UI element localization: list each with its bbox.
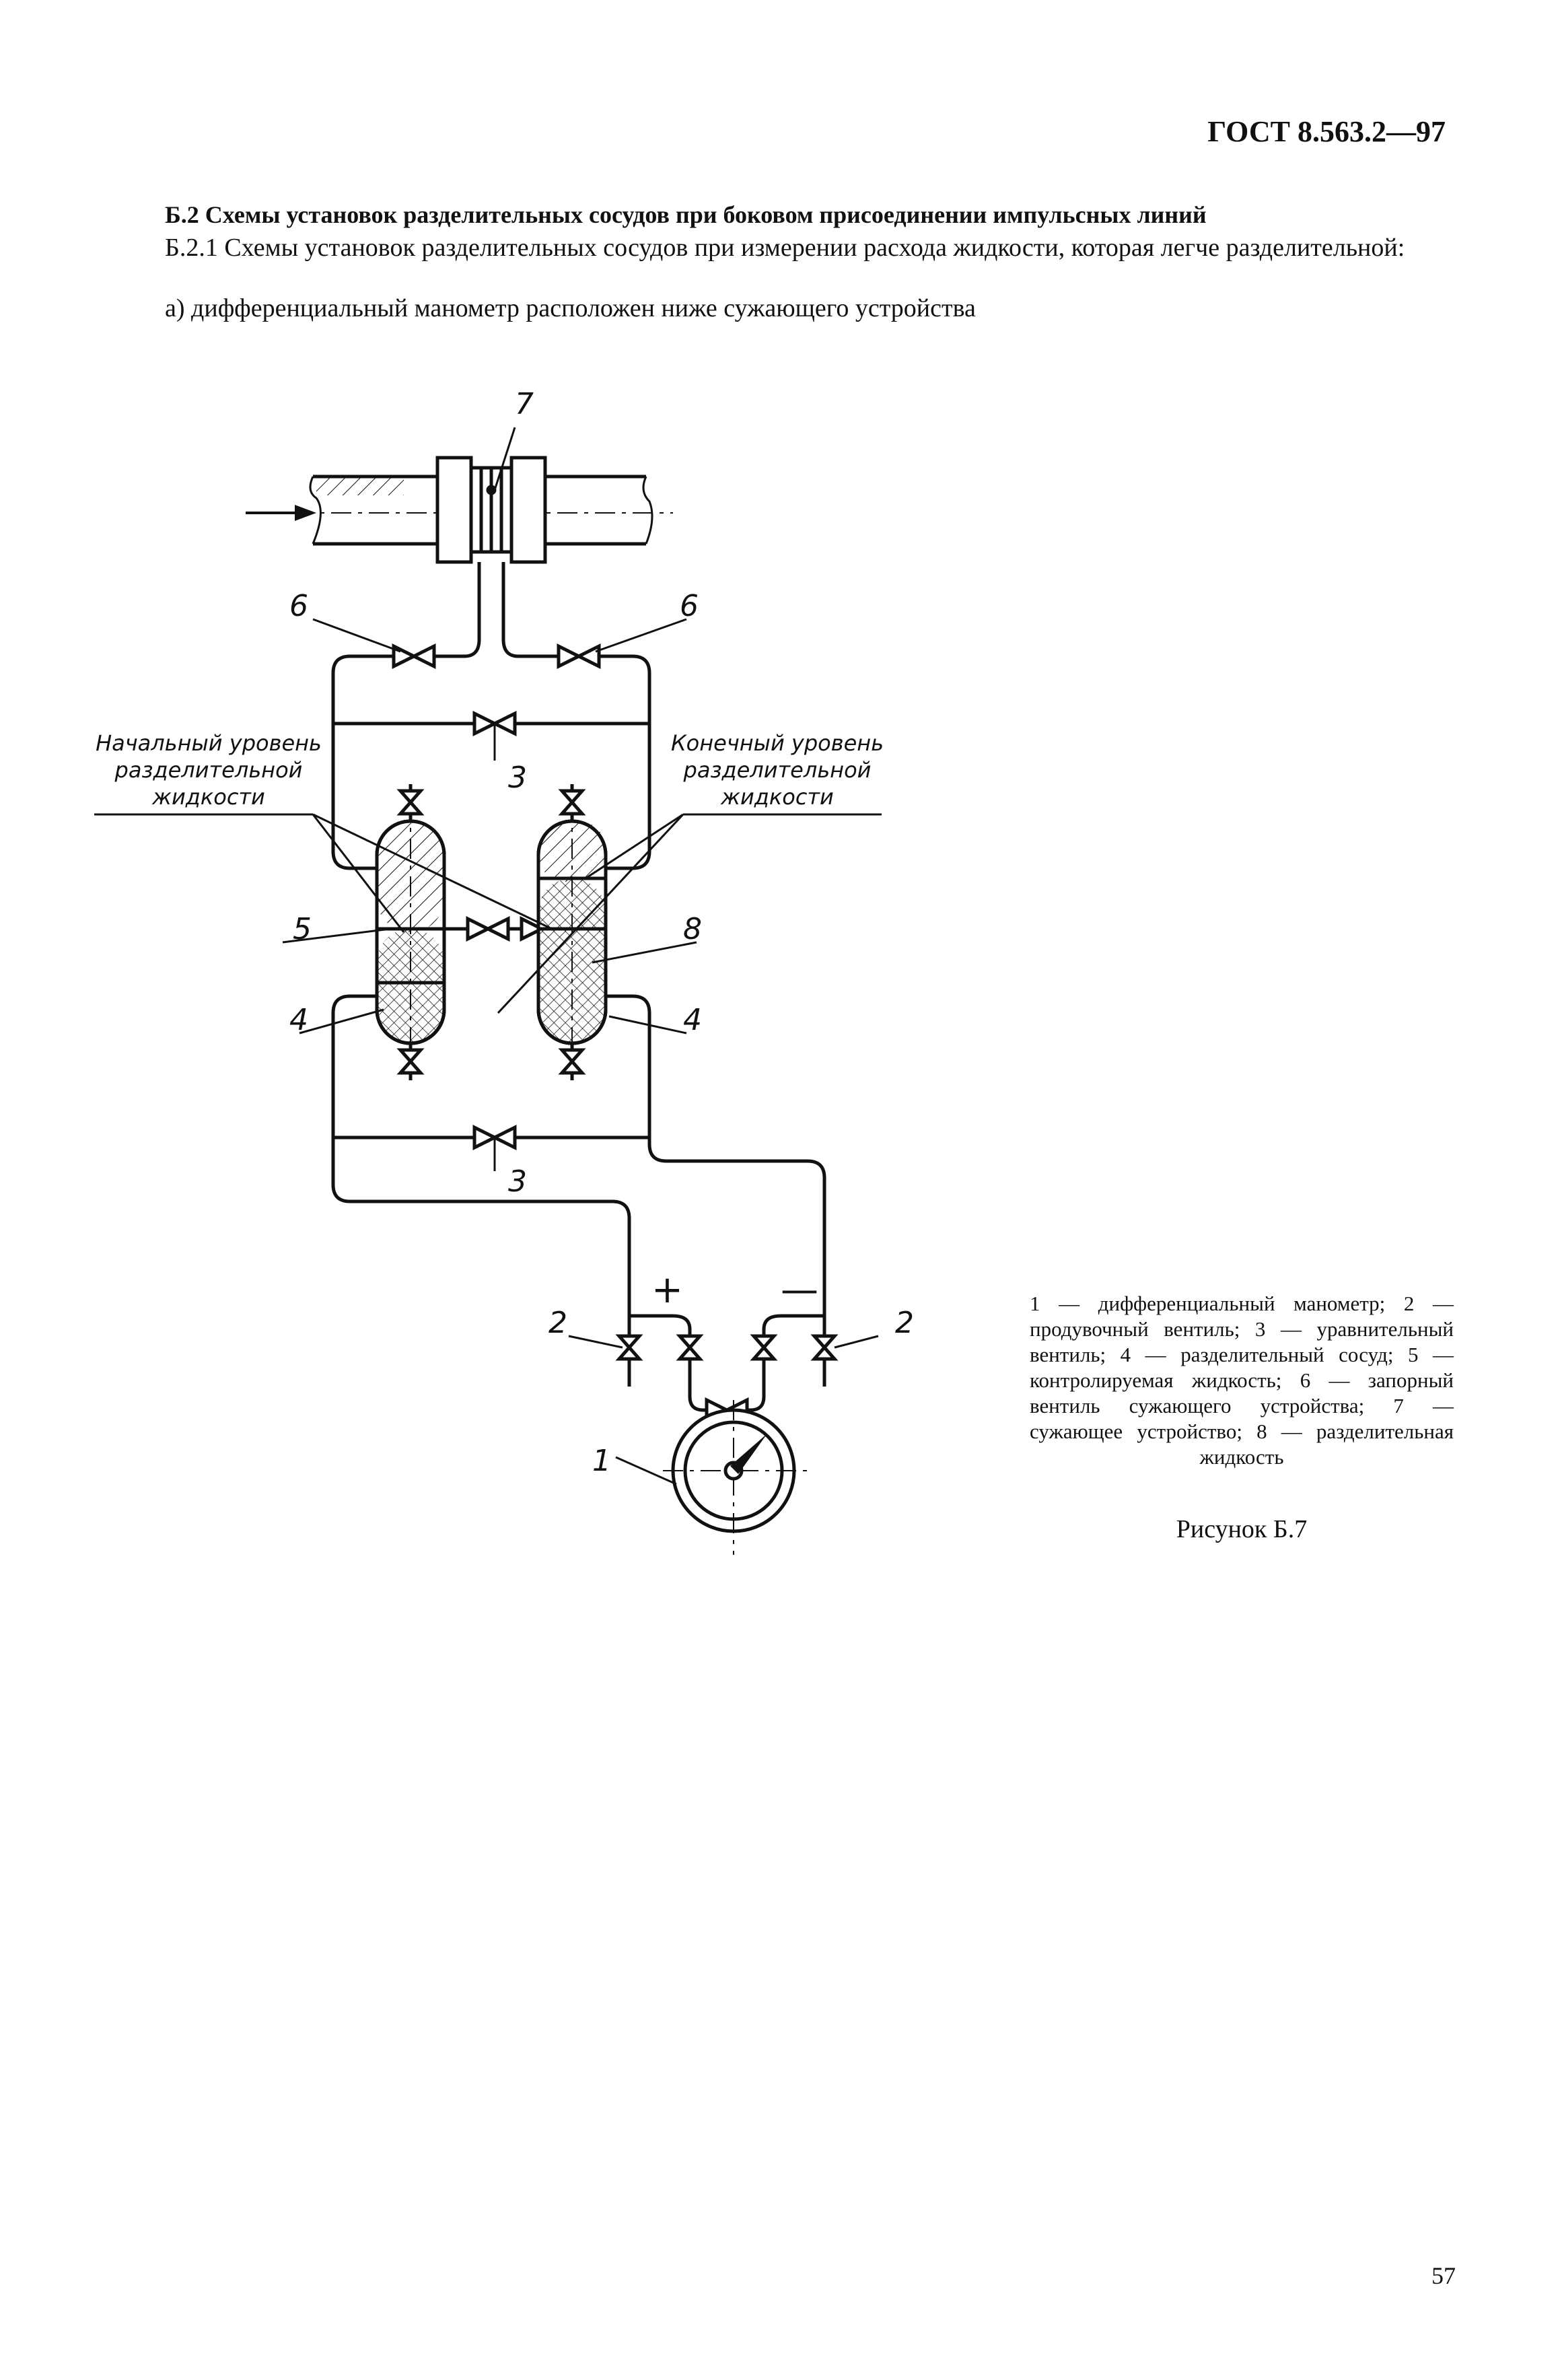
flow-arrow-icon (246, 505, 316, 521)
page-number: 57 (1431, 2262, 1456, 2289)
note-final-level-line-3: жидкости (720, 784, 834, 810)
note-initial-level-line-1: Начальный уровень (96, 730, 322, 756)
callout-4-right: 4 (683, 1003, 702, 1037)
shutoff-valve-right-icon (557, 643, 601, 670)
paragraph-item-a: а) дифференциальный манометр расположен … (165, 294, 976, 322)
shutoff-valve-left-icon (392, 643, 436, 670)
section-heading: Б.2 Схемы установок разделительных сосуд… (165, 201, 1207, 228)
differential-manometer-icon (663, 1400, 808, 1555)
note-initial-level-line-2: разделительной (114, 757, 303, 783)
callout-2-right: 2 (895, 1306, 914, 1340)
callout-4-left: 4 (289, 1003, 308, 1037)
paragraph-b21: Б.2.1 Схемы установок разделительных сос… (165, 234, 1405, 262)
callout-3-top: 3 (508, 761, 527, 795)
callout-8: 8 (683, 912, 702, 946)
equalizing-valve-bottom-icon (472, 1124, 517, 1171)
plus-sign: + (651, 1268, 683, 1312)
callout-7: 7 (515, 387, 534, 421)
callout-6-left: 6 (289, 589, 308, 623)
equalizing-valve-top-icon (472, 710, 517, 761)
note-initial-level-line-3: жидкости (151, 784, 265, 810)
minus-sign: — (781, 1268, 818, 1312)
callout-5: 5 (293, 912, 312, 946)
note-final-level-line-1: Конечный уровень (671, 730, 884, 756)
callout-1: 1 (592, 1444, 611, 1478)
figure-legend: 1 — дифференциальный манометр; 2 — проду… (1030, 1292, 1454, 1469)
callout-2-left: 2 (548, 1306, 567, 1340)
installation-scheme-diagram: 7 6 6 3 5 8 4 4 3 2 2 1 + — Начальный ур… (94, 387, 914, 1555)
impulse-lines (331, 562, 826, 1430)
note-final-level-line-2: разделительной (683, 757, 872, 783)
callout-6-right: 6 (680, 589, 699, 623)
document-code: ГОСТ 8.563.2—97 (1207, 115, 1446, 148)
purge-valves-icon (615, 1334, 839, 1424)
separating-vessel-left (375, 801, 446, 1063)
restriction-device (435, 456, 547, 564)
figure-caption: Рисунок Б.7 (1176, 1515, 1308, 1543)
callout-3-bottom: 3 (508, 1164, 527, 1199)
callout-leaders (94, 427, 882, 1485)
vessel-vent-valves-icon (396, 784, 586, 1080)
